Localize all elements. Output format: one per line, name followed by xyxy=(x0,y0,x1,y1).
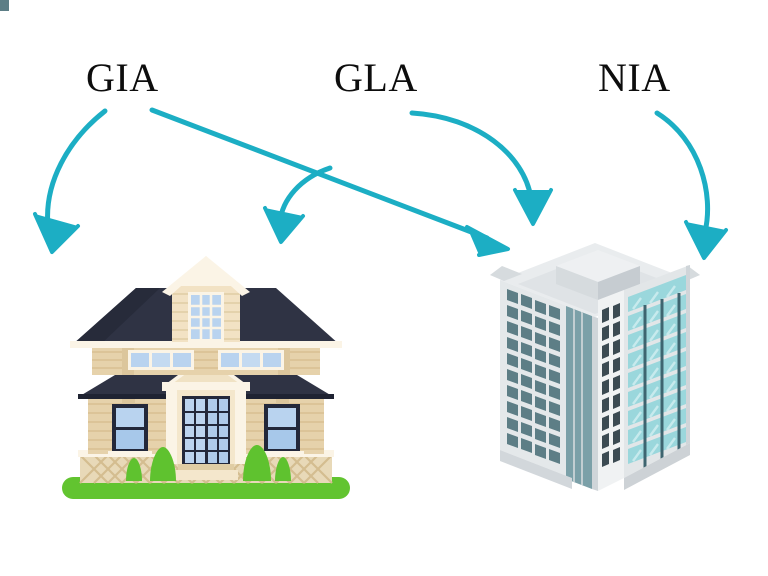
tower-glass-strip xyxy=(566,306,592,489)
dormer-roof-left xyxy=(162,256,210,296)
house-window-left xyxy=(108,404,152,457)
house-porch-column-right xyxy=(235,390,246,464)
arrow-nia-to-tower xyxy=(654,110,728,260)
house-porch-column-left xyxy=(166,390,177,464)
tower-glass-strip-mullions xyxy=(573,309,583,485)
dormer-window xyxy=(188,292,224,342)
tower-left-window-grid xyxy=(507,289,560,464)
tower-glass-strip-edge xyxy=(592,316,598,491)
arrow-gia-to-tower xyxy=(149,107,510,257)
house-band-windows-right xyxy=(218,350,284,370)
house-roof-eave xyxy=(70,341,342,348)
arrow-gla-to-tower xyxy=(409,110,553,226)
house-front-doors xyxy=(178,396,234,470)
house-bushes xyxy=(126,445,291,481)
house-dormer xyxy=(162,256,250,342)
tower-left-windows xyxy=(0,0,9,11)
dormer-roof-right xyxy=(202,256,250,296)
label-gia: GIA xyxy=(86,55,159,100)
tower-right-base-shade xyxy=(624,443,690,490)
house-window-right xyxy=(260,404,304,457)
house-illustration xyxy=(62,256,350,499)
tower-roof-ledge-left xyxy=(490,266,522,281)
tower-rooftop-penthouse xyxy=(556,250,640,300)
tower-right-glass-highlights xyxy=(632,285,676,462)
tower-right-edge xyxy=(686,265,690,445)
arrow-gia-to-house xyxy=(33,108,108,254)
tower-illustration xyxy=(0,0,700,491)
tower-right-mullions xyxy=(643,293,681,468)
house-main-roof-shadow xyxy=(72,288,160,345)
tower-left-base-shade xyxy=(500,450,572,489)
tower-center-windows xyxy=(602,303,620,467)
label-gla: GLA xyxy=(334,55,418,100)
house-entry-header xyxy=(162,382,250,391)
label-nia: NIA xyxy=(598,55,671,100)
house-door-step xyxy=(174,470,238,480)
house-band-windows-left xyxy=(128,350,194,370)
arrow-gla-to-house xyxy=(263,165,333,244)
